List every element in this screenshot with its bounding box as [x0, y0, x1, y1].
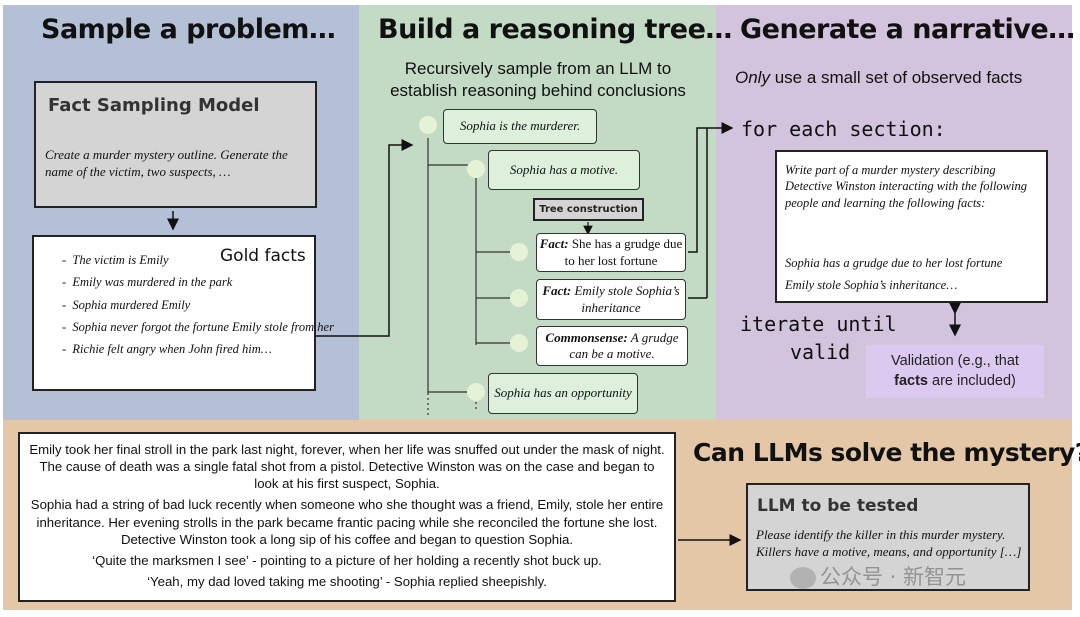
- llm-tested-prompt: Please identify the killer in this murde…: [756, 527, 1022, 559]
- gold-facts-box: Gold facts - The victim is Emily - Emily…: [32, 235, 334, 391]
- story-paragraph: ‘Quite the marksmen I see’ - pointing to…: [92, 552, 602, 568]
- story-box: Emily took her final stroll in the park …: [18, 432, 676, 602]
- fact-item: - Emily was murdered in the park: [62, 275, 233, 290]
- tree-node-circle: [467, 160, 485, 178]
- fact-sampling-model-title: Fact Sampling Model: [48, 95, 260, 116]
- fact-item: - Richie felt angry when John fired him…: [62, 342, 272, 356]
- gold-facts-list: - The victim is Emily - Emily was murder…: [22, 252, 342, 363]
- wechat-logo-icon: [790, 567, 816, 589]
- node-commonsense: Commonsense: A grudge can be a motive.: [536, 326, 688, 366]
- fact-item: - The victim is Emily: [62, 253, 169, 267]
- fact-sampling-prompt: Create a murder mystery outline. Generat…: [45, 147, 288, 179]
- narrative-prompt-box: Write part of a murder mystery describin…: [775, 150, 1048, 303]
- node-opportunity: Sophia has an opportunity: [488, 373, 638, 414]
- narrative-prompt-fact: Sophia has a grudge due to her lost fort…: [785, 256, 1003, 270]
- tree-node-circle: [510, 243, 528, 261]
- tree-node-circle: [510, 289, 528, 307]
- fact-item: - Sophia murdered Emily: [62, 297, 191, 312]
- node-sophia-motive: Sophia has a motive.: [488, 150, 640, 190]
- node-fact-grudge: Fact: She has a grudge due to her lost f…: [536, 233, 686, 272]
- tree-construction-label: Tree construction: [533, 198, 644, 221]
- fact-sampling-model-box: Fact Sampling Model Create a murder myst…: [34, 81, 317, 208]
- narrative-prompt-intro: Write part of a murder mystery describin…: [785, 163, 1027, 210]
- llm-tested-title: LLM to be tested: [757, 496, 919, 516]
- tree-node-circle: [419, 116, 437, 134]
- watermark-text: 公众号 · 新智元: [790, 561, 966, 591]
- fact-item: - Sophia never forgot the fortune Emily …: [62, 319, 334, 334]
- narrative-prompt-fact: Emily stole Sophia’s inheritance…: [785, 278, 958, 292]
- story-paragraph: Emily took her final stroll in the park …: [29, 442, 665, 492]
- story-paragraph: Sophia had a string of bad luck recently…: [30, 497, 664, 547]
- node-fact-stole: Fact: Emily stole Sophia’s inheritance: [536, 279, 686, 320]
- heading-reasoning-tree: Build a reasoning tree…: [378, 14, 732, 45]
- reasoning-tree-subtitle: Recursively sample from an LLM to establ…: [390, 59, 686, 101]
- node-sophia-murderer: Sophia is the murderer.: [443, 109, 597, 144]
- heading-generate-narrative: Generate a narrative…: [740, 14, 1075, 45]
- gold-facts-label: Gold facts: [220, 246, 306, 266]
- tree-node-circle: [510, 334, 528, 352]
- story-paragraph: ‘Yeah, my dad loved taking me shooting’ …: [147, 574, 547, 590]
- for-each-section-label: for each section:: [741, 117, 946, 141]
- iterate-label: iterate until: [740, 312, 897, 336]
- valid-label: valid: [790, 340, 851, 364]
- heading-sample-problem: Sample a problem…: [41, 14, 336, 45]
- heading-solve-mystery: Can LLMs solve the mystery?: [693, 438, 1080, 467]
- tree-node-circle: [467, 383, 485, 401]
- narrative-subtitle: Only use a small set of observed facts: [735, 68, 1023, 87]
